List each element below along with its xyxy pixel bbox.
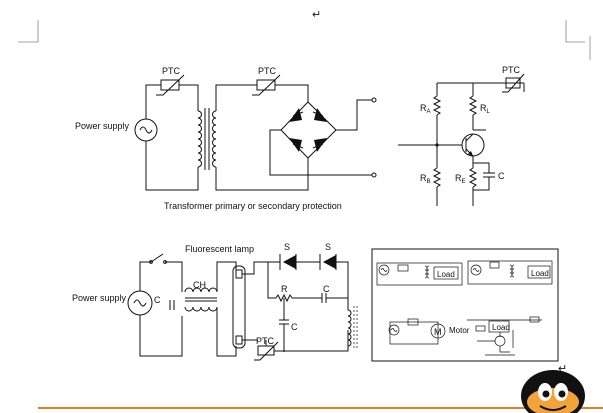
c-mid-label: C (291, 322, 298, 332)
load-label-3: Load (492, 323, 510, 332)
re-sub: E (462, 179, 466, 185)
fluorescent-lamp-label: Fluorescent lamp (185, 244, 254, 254)
load-label-1: Load (437, 270, 455, 279)
s1-label: S (284, 242, 290, 252)
ra-sub: A (427, 109, 431, 115)
capacitor-c-bias (483, 172, 495, 178)
output-transformer-coil (347, 309, 352, 347)
ra-label: RA (420, 103, 431, 115)
resistor-re (468, 167, 478, 188)
transformer-protection-circuit (134, 74, 377, 191)
paragraph-mark-bottom: ↵ (558, 363, 567, 375)
rl-main: R (480, 103, 487, 113)
rb-main: R (420, 173, 427, 183)
transformer-caption: Transformer primary or secondary protect… (164, 201, 342, 211)
re-label: RE (455, 173, 466, 185)
resistor-rl (468, 95, 478, 116)
motor-label: Motor (449, 326, 470, 335)
capacitor-c-input-label: C (154, 295, 161, 305)
power-supply-label-1: Power supply (75, 121, 130, 131)
c-top-label: C (323, 284, 330, 294)
penguin-mascot (521, 370, 585, 413)
c-bias-label: C (498, 171, 505, 181)
application-1 (376, 262, 463, 286)
transistor-bias-circuit (398, 73, 525, 206)
switch-s2-symbol (319, 254, 337, 270)
resistor-ra (432, 95, 442, 116)
fluorescent-tube (232, 265, 246, 349)
ptc-bias-symbol (502, 73, 525, 93)
re-main: R (455, 173, 462, 183)
rb-label: RB (420, 173, 431, 185)
bridge-rectifier (280, 101, 337, 175)
ac-source-symbol-2 (127, 290, 153, 316)
resistor-r-lamp (275, 293, 293, 303)
power-supply-label-2: Power supply (72, 293, 127, 303)
switch-s1-symbol (279, 254, 297, 270)
transistor-symbol (461, 133, 485, 157)
application-2 (467, 260, 553, 285)
motor-symbol-m: M (434, 327, 442, 337)
ra-main: R (420, 103, 427, 113)
paragraph-mark-top: ↵ (312, 9, 321, 21)
ptc-primary-label: PTC (162, 66, 181, 76)
rl-sub: L (487, 109, 491, 115)
choke-label: CH (193, 280, 206, 290)
ptc-secondary-label: PTC (258, 66, 277, 76)
rb-sub: B (427, 179, 431, 185)
applications-panel: Load Load M Motor (371, 248, 559, 362)
load-label-2: Load (531, 269, 549, 278)
capacitor-c-top (321, 293, 327, 303)
r-lamp-label: R (281, 284, 288, 294)
ptc-secondary-symbol (252, 74, 281, 96)
ac-source-symbol (134, 118, 158, 142)
rl-label: RL (480, 103, 491, 115)
application-3-motor (388, 318, 446, 345)
capacitor-c-input (169, 300, 175, 310)
capacitor-c-mid (279, 319, 289, 325)
application-4-transistor (467, 316, 542, 356)
ptc-lamp-label: PTC (256, 336, 275, 346)
ptc-primary-symbol (156, 74, 185, 96)
s2-label: S (325, 242, 331, 252)
transformer-secondary-coil (212, 110, 217, 168)
fluorescent-lamp-circuit (127, 253, 358, 361)
choke-ch-coil (184, 287, 218, 293)
transformer-primary-coil (197, 110, 202, 168)
resistor-rb (432, 167, 442, 188)
page-corner-marks (18, 20, 591, 60)
ptc-bias-label: PTC (502, 65, 521, 75)
